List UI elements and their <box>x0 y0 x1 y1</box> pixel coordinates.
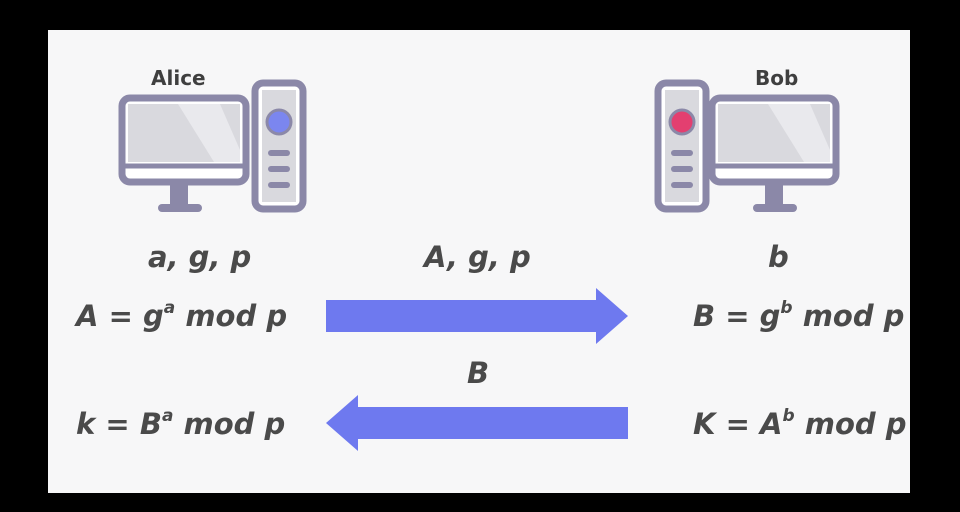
alice-label: Alice <box>151 66 206 90</box>
message-to-alice: B <box>467 356 490 390</box>
alice-computer-icon <box>118 79 307 213</box>
bob-params: b <box>768 240 789 274</box>
arrow-left-icon <box>326 395 628 451</box>
arrow-right-icon <box>326 288 628 344</box>
alice-params: a, g, p <box>148 240 252 274</box>
alice-public-key-formula: A = ga mod p <box>76 298 288 333</box>
alice-power-led <box>265 108 293 136</box>
bob-label: Bob <box>755 66 799 90</box>
bob-computer-icon <box>654 79 840 213</box>
diagram-panel: Alice Bob a, g, p A, g, p b <box>48 30 910 493</box>
message-to-bob: A, g, p <box>424 240 531 274</box>
bob-public-key-formula: B = gb mod p <box>693 298 905 333</box>
bob-power-led <box>668 108 696 136</box>
bob-shared-key-formula: K = Ab mod p <box>693 406 907 441</box>
alice-shared-key-formula: k = Ba mod p <box>76 406 286 441</box>
